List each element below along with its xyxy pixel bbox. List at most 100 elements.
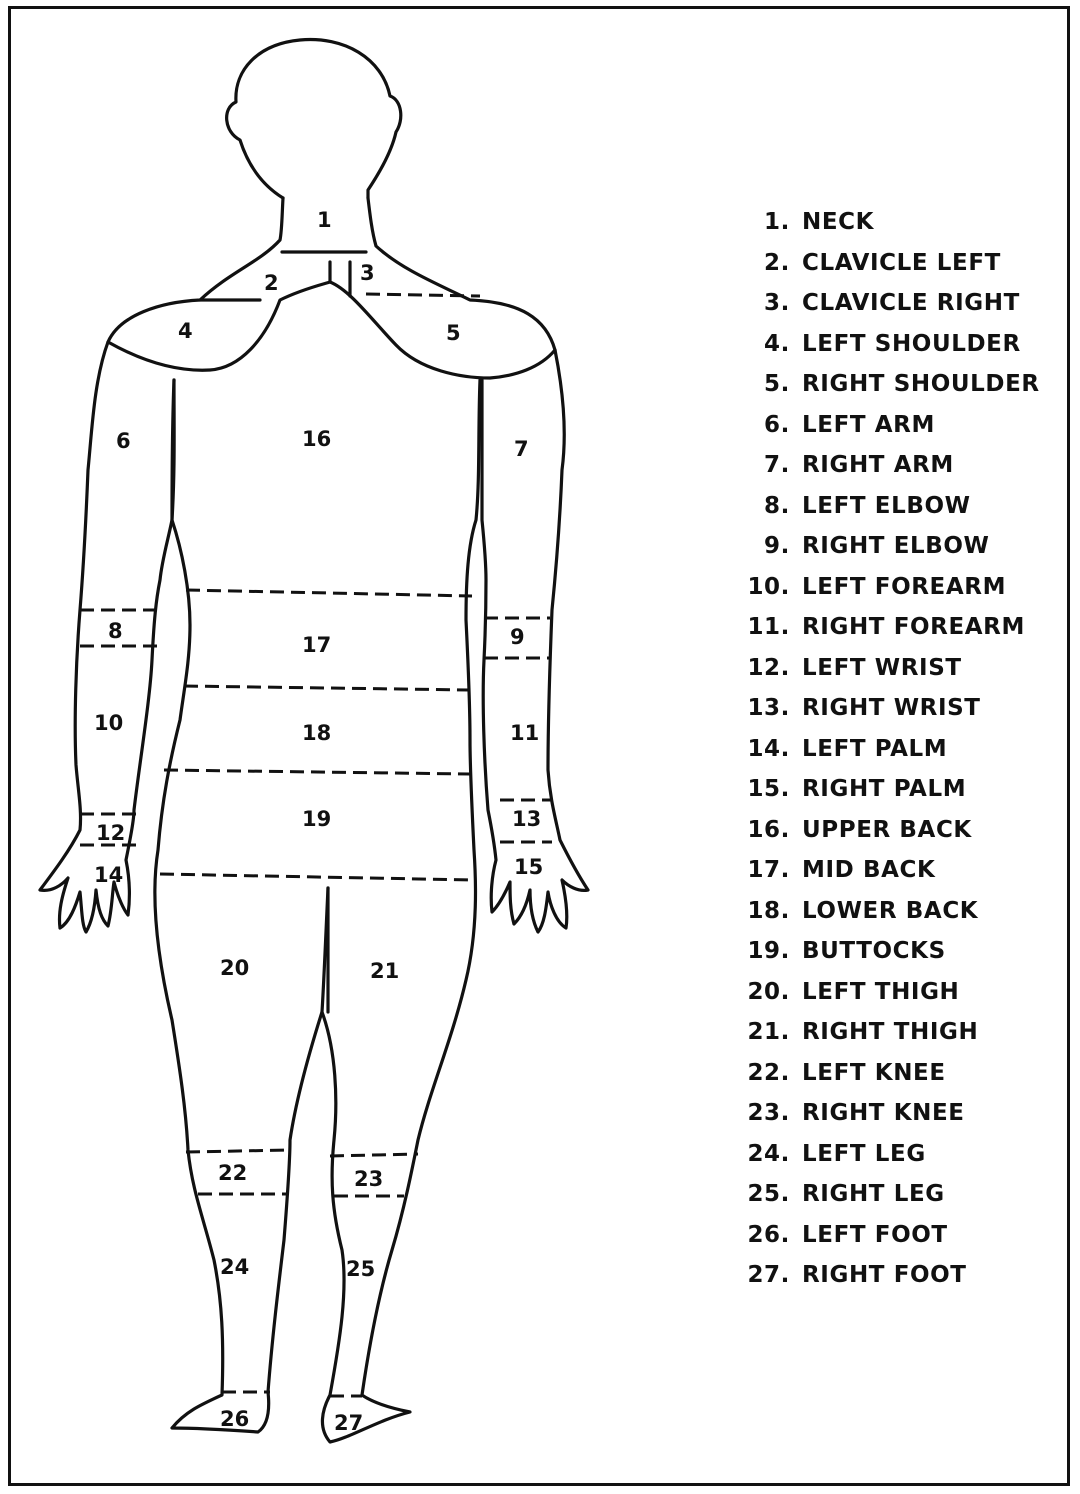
- legend-number: 11.: [720, 607, 802, 648]
- legend-label: LOWER BACK: [802, 891, 978, 932]
- legend-number: 9.: [720, 526, 802, 567]
- legend-number: 3.: [720, 283, 802, 324]
- legend-number: 25.: [720, 1174, 802, 1215]
- legend-item: 1.NECK: [720, 202, 1070, 243]
- legend-label: CLAVICLE LEFT: [802, 243, 1001, 284]
- legend-item: 13.RIGHT WRIST: [720, 688, 1070, 729]
- region-number-23: 23: [354, 1167, 383, 1191]
- legend-number: 17.: [720, 850, 802, 891]
- region-number-15: 15: [514, 855, 543, 879]
- legend-item: 15.RIGHT PALM: [720, 769, 1070, 810]
- legend-label: RIGHT LEG: [802, 1174, 945, 1215]
- region-number-21: 21: [370, 959, 399, 983]
- region-number-16: 16: [302, 427, 331, 451]
- region-number-18: 18: [302, 721, 331, 745]
- legend-label: RIGHT FOOT: [802, 1255, 967, 1296]
- legend-label: RIGHT ARM: [802, 445, 954, 486]
- legend-label: LEFT LEG: [802, 1134, 926, 1175]
- legend-label: RIGHT THIGH: [802, 1012, 978, 1053]
- legend-number: 22.: [720, 1053, 802, 1094]
- legend-number: 27.: [720, 1255, 802, 1296]
- legend-label: MID BACK: [802, 850, 935, 891]
- legend-item: 24.LEFT LEG: [720, 1134, 1070, 1175]
- legend-item: 16.UPPER BACK: [720, 810, 1070, 851]
- legend-item: 2.CLAVICLE LEFT: [720, 243, 1070, 284]
- region-number-3: 3: [360, 261, 375, 285]
- legend-number: 10.: [720, 567, 802, 608]
- region-number-20: 20: [220, 956, 249, 980]
- region-number-10: 10: [94, 711, 123, 735]
- legend-label: LEFT FOREARM: [802, 567, 1006, 608]
- legend-label: RIGHT WRIST: [802, 688, 981, 729]
- legend-item: 20.LEFT THIGH: [720, 972, 1070, 1013]
- region-number-7: 7: [514, 437, 529, 461]
- region-number-22: 22: [218, 1161, 247, 1185]
- legend-label: LEFT KNEE: [802, 1053, 946, 1094]
- legend-item: 11.RIGHT FOREARM: [720, 607, 1070, 648]
- legend-item: 4.LEFT SHOULDER: [720, 324, 1070, 365]
- legend-label: RIGHT FOREARM: [802, 607, 1025, 648]
- region-number-11: 11: [510, 721, 539, 745]
- legend-number: 21.: [720, 1012, 802, 1053]
- legend-label: LEFT THIGH: [802, 972, 959, 1013]
- region-number-6: 6: [116, 429, 131, 453]
- legend-label: LEFT ELBOW: [802, 486, 971, 527]
- legend-item: 22.LEFT KNEE: [720, 1053, 1070, 1094]
- body-outline-figure: 1 2 3 4 5 6 7 8 9 10 11 12 13 14 15 16 1…: [0, 0, 720, 1494]
- legend-item: 19.BUTTOCKS: [720, 931, 1070, 972]
- legend-item: 12.LEFT WRIST: [720, 648, 1070, 689]
- region-number-13: 13: [512, 807, 541, 831]
- legend-label: CLAVICLE RIGHT: [802, 283, 1020, 324]
- legend-label: LEFT PALM: [802, 729, 947, 770]
- legend-item: 9.RIGHT ELBOW: [720, 526, 1070, 567]
- legend-item: 7.RIGHT ARM: [720, 445, 1070, 486]
- legend-label: LEFT WRIST: [802, 648, 962, 689]
- legend-number: 16.: [720, 810, 802, 851]
- region-number-27: 27: [334, 1411, 363, 1435]
- legend-number: 15.: [720, 769, 802, 810]
- legend-item: 27.RIGHT FOOT: [720, 1255, 1070, 1296]
- legend-item: 6.LEFT ARM: [720, 405, 1070, 446]
- legend-label: NECK: [802, 202, 874, 243]
- legend-number: 6.: [720, 405, 802, 446]
- legend-number: 8.: [720, 486, 802, 527]
- legend-label: LEFT SHOULDER: [802, 324, 1021, 365]
- legend-item: 18.LOWER BACK: [720, 891, 1070, 932]
- legend-number: 24.: [720, 1134, 802, 1175]
- legend-item: 8.LEFT ELBOW: [720, 486, 1070, 527]
- legend-item: 26.LEFT FOOT: [720, 1215, 1070, 1256]
- region-number-5: 5: [446, 321, 461, 345]
- region-number-4: 4: [178, 319, 193, 343]
- body-region-legend: 1.NECK 2.CLAVICLE LEFT 3.CLAVICLE RIGHT …: [720, 202, 1070, 1296]
- legend-label: RIGHT PALM: [802, 769, 966, 810]
- region-number-26: 26: [220, 1407, 249, 1431]
- region-number-24: 24: [220, 1255, 249, 1279]
- region-number-19: 19: [302, 807, 331, 831]
- legend-label: LEFT ARM: [802, 405, 935, 446]
- legend-number: 5.: [720, 364, 802, 405]
- legend-item: 23.RIGHT KNEE: [720, 1093, 1070, 1134]
- legend-number: 19.: [720, 931, 802, 972]
- legend-number: 7.: [720, 445, 802, 486]
- legend-number: 4.: [720, 324, 802, 365]
- legend-number: 1.: [720, 202, 802, 243]
- legend-label: BUTTOCKS: [802, 931, 946, 972]
- legend-item: 21.RIGHT THIGH: [720, 1012, 1070, 1053]
- legend-item: 17.MID BACK: [720, 850, 1070, 891]
- legend-number: 23.: [720, 1093, 802, 1134]
- legend-label: RIGHT KNEE: [802, 1093, 965, 1134]
- region-number-14: 14: [94, 863, 123, 887]
- legend-number: 2.: [720, 243, 802, 284]
- legend-number: 18.: [720, 891, 802, 932]
- legend-number: 12.: [720, 648, 802, 689]
- legend-number: 13.: [720, 688, 802, 729]
- region-number-1: 1: [317, 208, 332, 232]
- legend-label: RIGHT SHOULDER: [802, 364, 1040, 405]
- region-number-12: 12: [96, 821, 125, 845]
- legend-number: 20.: [720, 972, 802, 1013]
- region-number-17: 17: [302, 633, 331, 657]
- legend-number: 26.: [720, 1215, 802, 1256]
- region-number-2: 2: [264, 271, 279, 295]
- region-number-8: 8: [108, 619, 123, 643]
- legend-label: RIGHT ELBOW: [802, 526, 990, 567]
